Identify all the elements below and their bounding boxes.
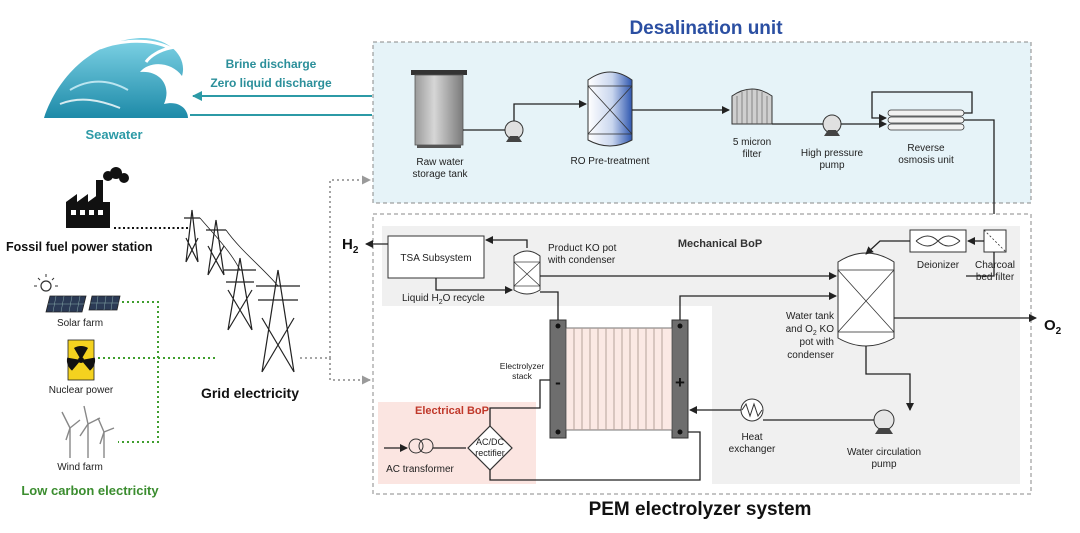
charcoal-filter-diagonal bbox=[983, 229, 1007, 253]
wave-icon bbox=[44, 37, 188, 118]
pipe-osmosis-charcoal bbox=[964, 119, 998, 227]
raw-water-tank-icon bbox=[411, 70, 467, 148]
water-tank-label-line4: condenser bbox=[787, 350, 834, 361]
factory-icon bbox=[66, 167, 129, 228]
tsa-subsystem-label: TSA Subsystem bbox=[400, 253, 471, 264]
electrical-bop-area bbox=[378, 402, 536, 484]
wire-rectifier-plus bbox=[489, 431, 701, 481]
solar-farm-label: Solar farm bbox=[57, 318, 103, 329]
water-tank-icon bbox=[837, 252, 895, 347]
deionizer-label: Deionizer bbox=[917, 260, 960, 271]
water-tank-label-line1: Water tank bbox=[786, 311, 835, 322]
h2-output-label: H2 bbox=[342, 236, 359, 256]
green-bus-line bbox=[118, 301, 159, 443]
energy-sources: Fossil fuel power station Solar farm Nuc… bbox=[6, 167, 371, 498]
ac-transformer-icon bbox=[408, 438, 434, 454]
electrolyzer-stack-icon bbox=[549, 319, 689, 439]
product-ko-pot-icon bbox=[513, 250, 541, 295]
brine-discharge-label: Brine discharge bbox=[226, 57, 317, 71]
pipe-stack-tank bbox=[679, 292, 837, 320]
wind-turbine-icon bbox=[61, 405, 115, 458]
pipe-osmosis-recycle bbox=[871, 91, 973, 122]
wind-farm-label: Wind farm bbox=[57, 462, 103, 473]
pipe-stack-ko bbox=[540, 291, 559, 320]
water-tank-label-line2: and O2 KO bbox=[786, 324, 835, 337]
pem-title: PEM electrolyzer system bbox=[589, 499, 812, 520]
reverse-osmosis-unit-icon bbox=[887, 109, 965, 131]
pipe-pump-ro bbox=[513, 100, 587, 121]
pipe-deionizer-tank bbox=[865, 240, 910, 255]
stack-plus-sign: + bbox=[675, 373, 685, 392]
pipe-ko-tsa bbox=[485, 236, 528, 248]
grid-to-desalination-line bbox=[300, 175, 371, 359]
heat-exchanger-icon bbox=[740, 398, 764, 422]
pipe-charcoal-down bbox=[966, 252, 995, 277]
mechanical-bop-label: Mechanical BoP bbox=[678, 238, 762, 250]
desalination-title: Desalination unit bbox=[629, 18, 783, 39]
grid-electricity-label: Grid electricity bbox=[201, 385, 299, 401]
o2-output-label: O2 bbox=[1044, 317, 1062, 337]
water-tank-label-line3: pot with bbox=[800, 337, 834, 348]
micron-filter-icon bbox=[731, 88, 773, 125]
fossil-power-label: Fossil fuel power station bbox=[6, 240, 153, 254]
ac-transformer-label: AC transformer bbox=[386, 464, 454, 475]
water-circulation-pump-icon bbox=[873, 409, 895, 434]
ro-pretreatment-label: RO Pre-treatment bbox=[571, 156, 650, 167]
pipe-liquid-recycle bbox=[435, 278, 513, 294]
electrical-bop-label: Electrical BoP bbox=[415, 405, 489, 417]
stack-minus-sign: - bbox=[555, 373, 561, 392]
solar-panel-icon bbox=[34, 274, 121, 313]
pylon-icon bbox=[184, 209, 300, 373]
grid-to-pem-line bbox=[329, 358, 371, 385]
deionizer-icon bbox=[915, 235, 961, 247]
wire-rectifier-minus bbox=[489, 379, 550, 426]
nuclear-power-label: Nuclear power bbox=[49, 385, 114, 396]
pem-system: PEM electrolyzer system Mechanical BoP E… bbox=[342, 213, 1062, 520]
ro-pretreatment-vessel-icon bbox=[587, 71, 633, 147]
seawater-label: Seawater bbox=[85, 127, 142, 142]
zld-label: Zero liquid discharge bbox=[210, 76, 332, 90]
seawater-group: Seawater Brine discharge Zero liquid dis… bbox=[44, 37, 372, 142]
pipe-tank-pump bbox=[865, 346, 914, 411]
low-carbon-label: Low carbon electricity bbox=[21, 483, 159, 498]
nuclear-icon bbox=[66, 339, 96, 381]
liquid-recycle-label: Liquid H2O recycle bbox=[402, 293, 485, 306]
